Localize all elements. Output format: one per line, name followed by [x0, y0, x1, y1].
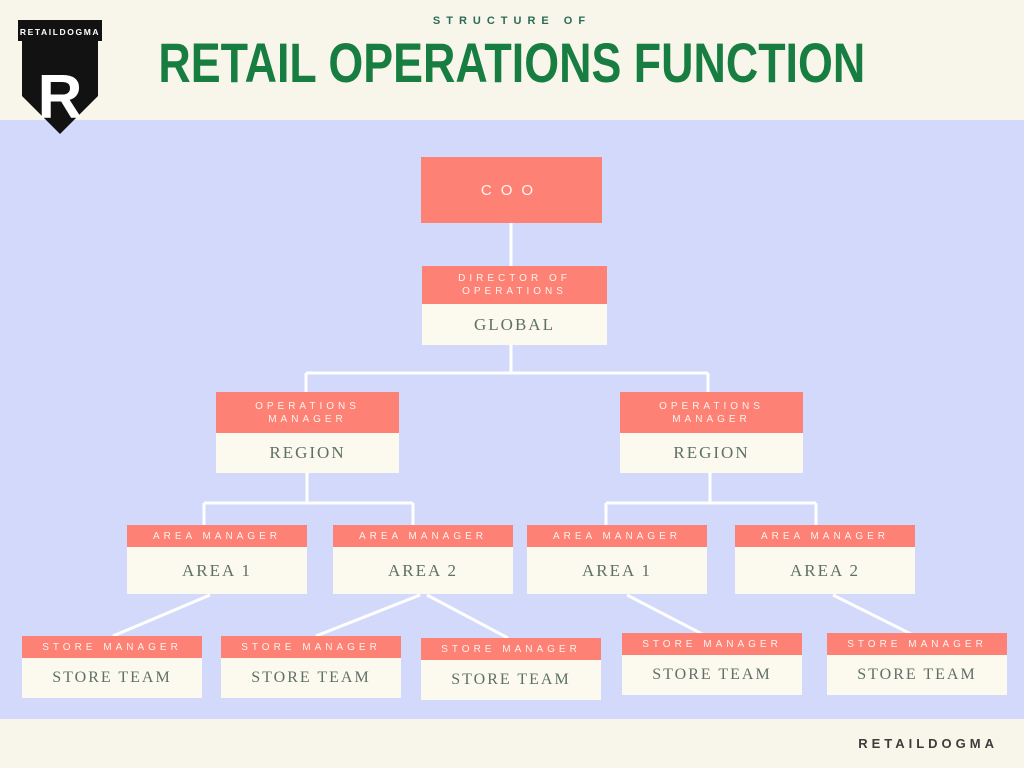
unit-label: AREA 2 [735, 547, 915, 594]
org-node-coo: COO [421, 157, 602, 223]
role-label: OPERATIONS MANAGER [620, 392, 803, 433]
unit-label: STORE TEAM [421, 660, 601, 700]
role-label: AREA MANAGER [333, 525, 513, 547]
role-label: DIRECTOR OF OPERATIONS [422, 266, 607, 304]
org-chart: COO DIRECTOR OF OPERATIONS GLOBAL OPERAT… [0, 120, 1024, 719]
org-node-store-manager-4: STORE MANAGER STORE TEAM [622, 633, 802, 695]
role-label: STORE MANAGER [22, 636, 202, 658]
org-node-store-manager-3: STORE MANAGER STORE TEAM [421, 638, 601, 700]
shield-shape [22, 38, 98, 134]
org-node-director-of-operations: DIRECTOR OF OPERATIONS GLOBAL [422, 266, 607, 345]
org-node-store-manager-1: STORE MANAGER STORE TEAM [22, 636, 202, 698]
org-node-store-manager-2: STORE MANAGER STORE TEAM [221, 636, 401, 698]
unit-label: AREA 1 [127, 547, 307, 594]
connector-lines [112, 223, 916, 640]
retaildogma-logo: RETAILDOGMA R [18, 20, 102, 134]
logo-banner-text: RETAILDOGMA [20, 27, 100, 37]
role-label: OPERATIONS MANAGER [216, 392, 399, 433]
logo-banner [18, 20, 102, 41]
unit-label: GLOBAL [422, 304, 607, 345]
role-label: STORE MANAGER [221, 636, 401, 658]
org-node-area-manager-1: AREA MANAGER AREA 1 [127, 525, 307, 594]
org-node-operations-manager-1: OPERATIONS MANAGER REGION [216, 392, 399, 473]
role-label: STORE MANAGER [622, 633, 802, 655]
page-title-wrap: RETAIL OPERATIONS FUNCTION [0, 35, 1024, 91]
org-node-store-manager-5: STORE MANAGER STORE TEAM [827, 633, 1007, 695]
role-label: AREA MANAGER [735, 525, 915, 547]
org-node-area-manager-4: AREA MANAGER AREA 2 [735, 525, 915, 594]
footer-brand: RETAILDOGMA [858, 736, 998, 751]
page-title: RETAIL OPERATIONS FUNCTION [158, 31, 866, 94]
unit-label: AREA 1 [527, 547, 707, 594]
unit-label: STORE TEAM [827, 655, 1007, 695]
unit-label: AREA 2 [333, 547, 513, 594]
unit-label: REGION [620, 433, 803, 473]
unit-label: STORE TEAM [622, 655, 802, 695]
kicker-text: STRUCTURE OF [432, 15, 592, 27]
logo-monogram: R [38, 63, 83, 132]
role-label: STORE MANAGER [421, 638, 601, 660]
unit-label: REGION [216, 433, 399, 473]
org-node-area-manager-3: AREA MANAGER AREA 1 [527, 525, 707, 594]
role-label: AREA MANAGER [527, 525, 707, 547]
header-band: STRUCTURE OF RETAIL OPERATIONS FUNCTION [0, 0, 1024, 120]
org-node-operations-manager-2: OPERATIONS MANAGER REGION [620, 392, 803, 473]
unit-label: STORE TEAM [22, 658, 202, 698]
role-label: STORE MANAGER [827, 633, 1007, 655]
unit-label: STORE TEAM [221, 658, 401, 698]
role-label: AREA MANAGER [127, 525, 307, 547]
footer-band: RETAILDOGMA [0, 719, 1024, 768]
org-node-area-manager-2: AREA MANAGER AREA 2 [333, 525, 513, 594]
